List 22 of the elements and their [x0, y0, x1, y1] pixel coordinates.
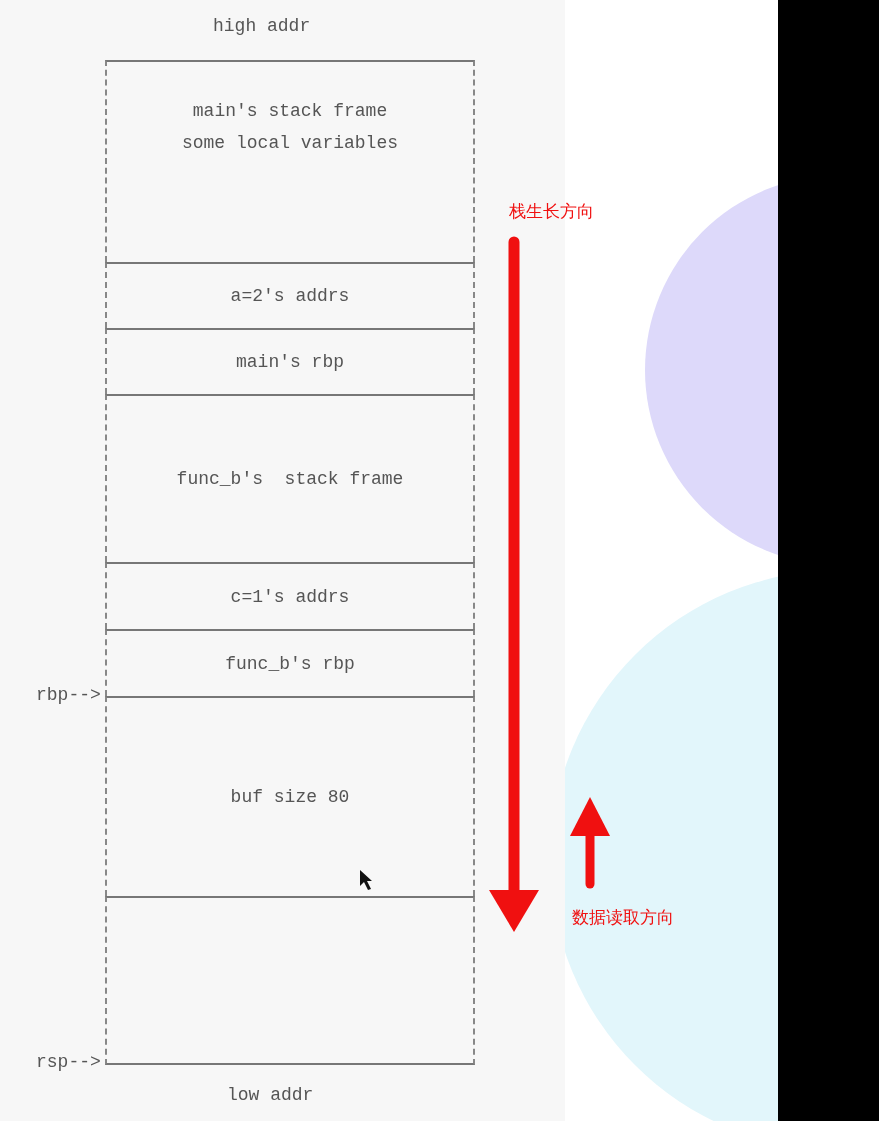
cell-text: func_b's stack frame	[176, 469, 404, 489]
cell-text: main's rbp	[236, 352, 344, 372]
cell-text: a=2's addrs	[230, 286, 350, 306]
stack-cell	[105, 394, 475, 562]
stack-cell	[105, 696, 475, 896]
address-label: high addr	[213, 16, 311, 36]
stack-cell	[105, 629, 475, 696]
stack-cell	[105, 60, 475, 262]
direction-label: 数据读取方向	[572, 906, 674, 929]
cell-text: some local variables	[181, 133, 398, 153]
cell-text: buf size 80	[230, 787, 350, 807]
address-label: low addr	[227, 1085, 314, 1105]
stack-cell	[105, 262, 475, 328]
direction-label: 栈生长方向	[509, 200, 594, 223]
frame-title: main's stack frame	[192, 101, 388, 121]
stack-cell	[105, 328, 475, 394]
pointer-label: rbp-->	[36, 685, 101, 705]
stack-cell	[105, 562, 475, 629]
cell-text: c=1's addrs	[230, 586, 350, 607]
stack-cell	[105, 896, 475, 1065]
pointer-label: rsp-->	[36, 1052, 101, 1072]
cell-text: func_b's rbp	[225, 653, 355, 674]
